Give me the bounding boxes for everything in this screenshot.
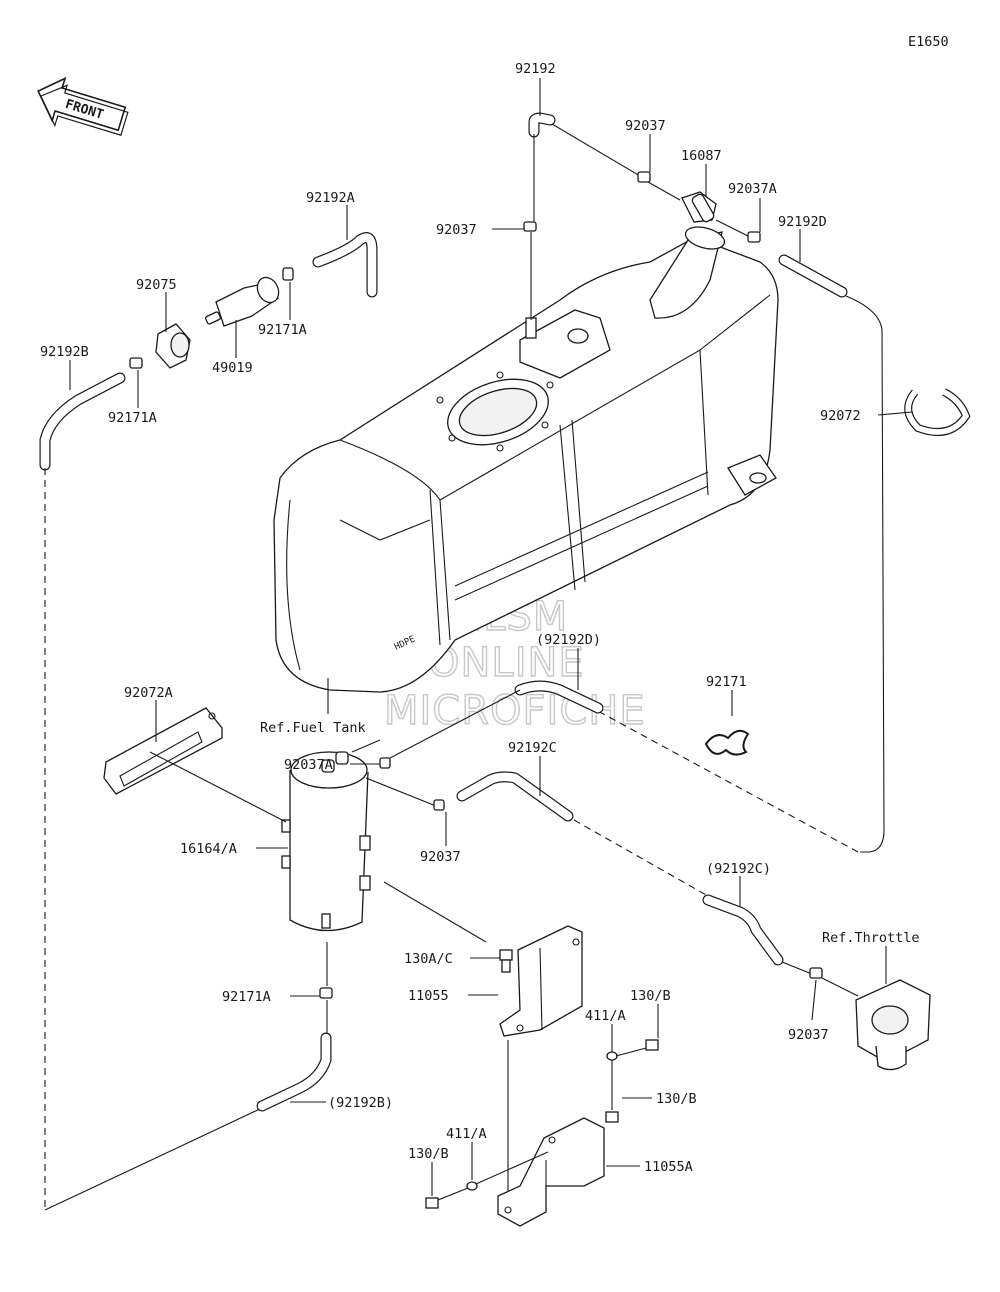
callout-92037a-mid: 92037A xyxy=(284,757,333,773)
callout-92072a: 92072A xyxy=(124,685,173,701)
callout-92171a-bottom: 92171A xyxy=(222,989,271,1005)
bracket-92072a xyxy=(103,707,223,795)
callout-16164a: 16164/A xyxy=(180,841,237,857)
watermark-line-2: ONLINE xyxy=(428,640,585,686)
callout-92192c-ref: (92192C) xyxy=(706,861,771,877)
bracket-11055a xyxy=(497,1117,605,1227)
diagram-code: E1650 xyxy=(908,34,949,50)
fuel-filter-49019 xyxy=(204,276,280,327)
callout-92037-b: 92037 xyxy=(436,222,477,238)
watermark-line-3: MICROFICHE xyxy=(384,688,646,734)
callout-92171a-left: 92171A xyxy=(108,410,157,426)
callout-16087: 16087 xyxy=(681,148,722,164)
callout-411a-top: 411/A xyxy=(585,1008,626,1024)
check-valve-16087 xyxy=(681,191,717,223)
bracket-11055 xyxy=(499,925,583,1037)
callout-92072: 92072 xyxy=(820,408,861,424)
throttle-body xyxy=(855,979,931,1071)
callout-92037-a: 92037 xyxy=(625,118,666,134)
callout-92171: 92171 xyxy=(706,674,747,690)
callout-92075: 92075 xyxy=(136,277,177,293)
callout-92192c: 92192C xyxy=(508,740,557,756)
callout-92192d-ref: (92192D) xyxy=(536,632,601,648)
callout-11055a: 11055A xyxy=(644,1159,693,1175)
callout-130b-mid: 130/B xyxy=(656,1091,697,1107)
callout-92037-c: 92037 xyxy=(420,849,461,865)
callout-92192: 92192 xyxy=(515,61,556,77)
callout-92171a-top: 92171A xyxy=(258,322,307,338)
clamp-band-92072 xyxy=(904,388,971,436)
callout-130b-bottom: 130/B xyxy=(408,1146,449,1162)
callout-49019: 49019 xyxy=(212,360,253,376)
front-arrow-icon: FRONT xyxy=(37,76,129,136)
callout-92192a: 92192A xyxy=(306,190,355,206)
callout-411a-bottom: 411/A xyxy=(446,1126,487,1142)
callout-92037a-top: 92037A xyxy=(728,181,777,197)
callout-labels: 92192 92037 16087 92037A 92192D 92037 92… xyxy=(40,61,920,1175)
callout-92192b-ref: (92192B) xyxy=(328,1095,393,1111)
clip-92171 xyxy=(704,729,750,756)
callout-92192d: 92192D xyxy=(778,214,827,230)
fuel-tank: HDPE xyxy=(273,226,779,693)
callout-ref-fuel-tank: Ref.Fuel Tank xyxy=(260,720,366,736)
callout-11055: 11055 xyxy=(408,988,449,1004)
canister-16164 xyxy=(281,751,371,932)
callout-92037-d: 92037 xyxy=(788,1027,829,1043)
callout-92192b: 92192B xyxy=(40,344,89,360)
callout-130a-c: 130A/C xyxy=(404,951,453,967)
callout-130b-top: 130/B xyxy=(630,988,671,1004)
callout-ref-throttle: Ref.Throttle xyxy=(822,930,920,946)
holder-92075 xyxy=(155,323,191,369)
leader-lines xyxy=(69,78,913,1196)
clamp-92037-top xyxy=(523,221,537,232)
